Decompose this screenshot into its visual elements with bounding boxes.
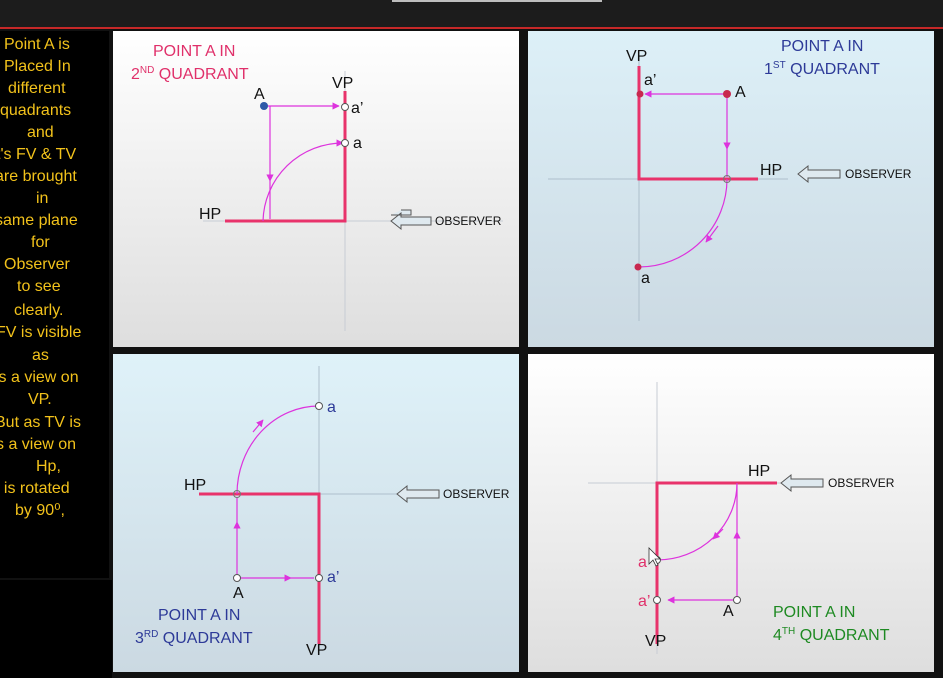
diagram-2nd-quadrant: POINT A IN 2ND QUADRANT VP HP A a’ a OBS… [113, 31, 519, 347]
vp-label: VP [332, 75, 353, 92]
q1-subtitle: 1ST QUADRANT [764, 60, 880, 78]
front-view-marker [653, 596, 661, 604]
q1-drawing: POINT A IN 1ST QUADRANT VP HP A a’ a OBS… [528, 31, 934, 347]
side-text-line: s a view on [0, 436, 77, 453]
q3-subtitle: 3RD QUADRANT [135, 629, 253, 647]
observer-label: OBSERVER [828, 476, 895, 490]
side-text-line: FV is visible [0, 324, 82, 341]
side-text-line: same plane [0, 212, 78, 229]
side-text-line: quadrants [0, 102, 72, 119]
rotation-arc [262, 139, 344, 222]
vp-label: VP [645, 633, 666, 650]
window-top-bar [0, 0, 943, 29]
arc-arrow [705, 225, 719, 243]
front-view-label: a’ [644, 72, 656, 89]
hp-label: HP [760, 162, 782, 179]
front-view-marker [315, 574, 323, 582]
mouse-cursor-icon [648, 547, 661, 567]
side-text-line: Point A is [4, 36, 70, 53]
side-text-line: as [32, 347, 49, 364]
front-view-marker [341, 103, 349, 111]
panel-background [528, 31, 934, 347]
q4-drawing: POINT A IN 4TH QUADRANT VP HP A a’ a OBS… [528, 354, 934, 672]
q2-drawing: POINT A IN 2ND QUADRANT VP HP A a’ a OBS… [113, 31, 519, 347]
top-view-label: a [327, 399, 336, 416]
point-a-label: A [233, 585, 244, 602]
q3-title: POINT A IN [158, 607, 240, 624]
observer-label: OBSERVER [435, 214, 502, 228]
title-bar-indicator [392, 0, 602, 2]
arc-arrow [252, 419, 264, 433]
point-a-marker [723, 90, 731, 98]
front-view-label: a’ [638, 593, 650, 610]
side-text-line: Observer [4, 256, 70, 273]
side-text-line: by 90⁰, [15, 502, 65, 519]
diagram-3rd-quadrant: POINT A IN 3RD QUADRANT VP HP A a’ a OBS… [113, 354, 519, 672]
side-text-line: But as TV is [0, 414, 81, 431]
side-text-line: t's FV & TV [0, 146, 77, 163]
point-a-marker [260, 102, 268, 110]
q4-title: POINT A IN [773, 604, 855, 621]
explanation-panel: Point A is Placed In different quadrants… [0, 31, 109, 578]
hp-label: HP [748, 463, 770, 480]
q3-drawing: POINT A IN 3RD QUADRANT VP HP A a’ a OBS… [113, 354, 519, 672]
panel-background [113, 354, 519, 672]
observer-arrow-icon [390, 209, 432, 231]
hp-label: HP [184, 477, 206, 494]
side-panel-footer [0, 580, 112, 678]
top-view-marker [315, 402, 323, 410]
observer-label: OBSERVER [845, 167, 912, 181]
side-text-line: clearly. [14, 302, 64, 319]
front-view-label: a’ [327, 569, 339, 586]
top-view-label: a [638, 554, 647, 571]
front-view-label: a’ [351, 100, 363, 117]
top-view-marker [341, 139, 349, 147]
side-text-line: in [36, 190, 49, 207]
hp-vp-planes [637, 66, 758, 181]
diagram-4th-quadrant: POINT A IN 4TH QUADRANT VP HP A a’ a OBS… [528, 354, 934, 672]
rotation-arc [236, 405, 320, 495]
observer-arrow-icon [797, 164, 841, 184]
hp-vp-planes [199, 492, 321, 644]
vp-label: VP [626, 48, 647, 65]
point-a-label: A [723, 603, 734, 620]
side-text-line: different [8, 80, 66, 97]
side-text-line: t is rotated [0, 480, 70, 497]
front-view-marker [636, 90, 644, 98]
point-a-label: A [254, 86, 265, 103]
arc-arrow [712, 528, 724, 540]
hp-vp-planes [225, 91, 347, 223]
q2-subtitle: 2ND QUADRANT [131, 65, 249, 83]
side-text-line: is a view on [0, 369, 79, 386]
side-text-line: VP. [28, 391, 52, 408]
hp-intersection-marker [723, 175, 731, 183]
point-a-marker [733, 596, 741, 604]
observer-arrow-icon [780, 473, 824, 493]
rotation-arc [638, 178, 728, 268]
side-text-line: for [31, 234, 50, 251]
top-divider [0, 27, 943, 29]
vp-label: VP [306, 642, 327, 659]
top-view-label: a [353, 135, 362, 152]
q2-title: POINT A IN [153, 43, 235, 60]
diagram-1st-quadrant: POINT A IN 1ST QUADRANT VP HP A a’ a OBS… [528, 31, 934, 347]
panel-background [113, 31, 519, 347]
observer-arrow-icon [396, 484, 440, 504]
side-text-line: and [27, 124, 54, 141]
q4-subtitle: 4TH QUADRANT [773, 626, 890, 644]
hp-intersection-marker [233, 490, 241, 498]
hp-label: HP [199, 206, 221, 223]
side-text-line: Hp, [36, 458, 61, 475]
side-text-line: to see [17, 278, 61, 295]
observer-label: OBSERVER [443, 487, 510, 501]
point-a-marker [233, 574, 241, 582]
top-view-label: a [641, 270, 650, 287]
side-text-line: Placed In [4, 58, 71, 75]
top-view-marker [634, 263, 642, 271]
side-text-line: are brought [0, 168, 77, 185]
point-a-label: A [735, 84, 746, 101]
q1-title: POINT A IN [781, 38, 863, 55]
